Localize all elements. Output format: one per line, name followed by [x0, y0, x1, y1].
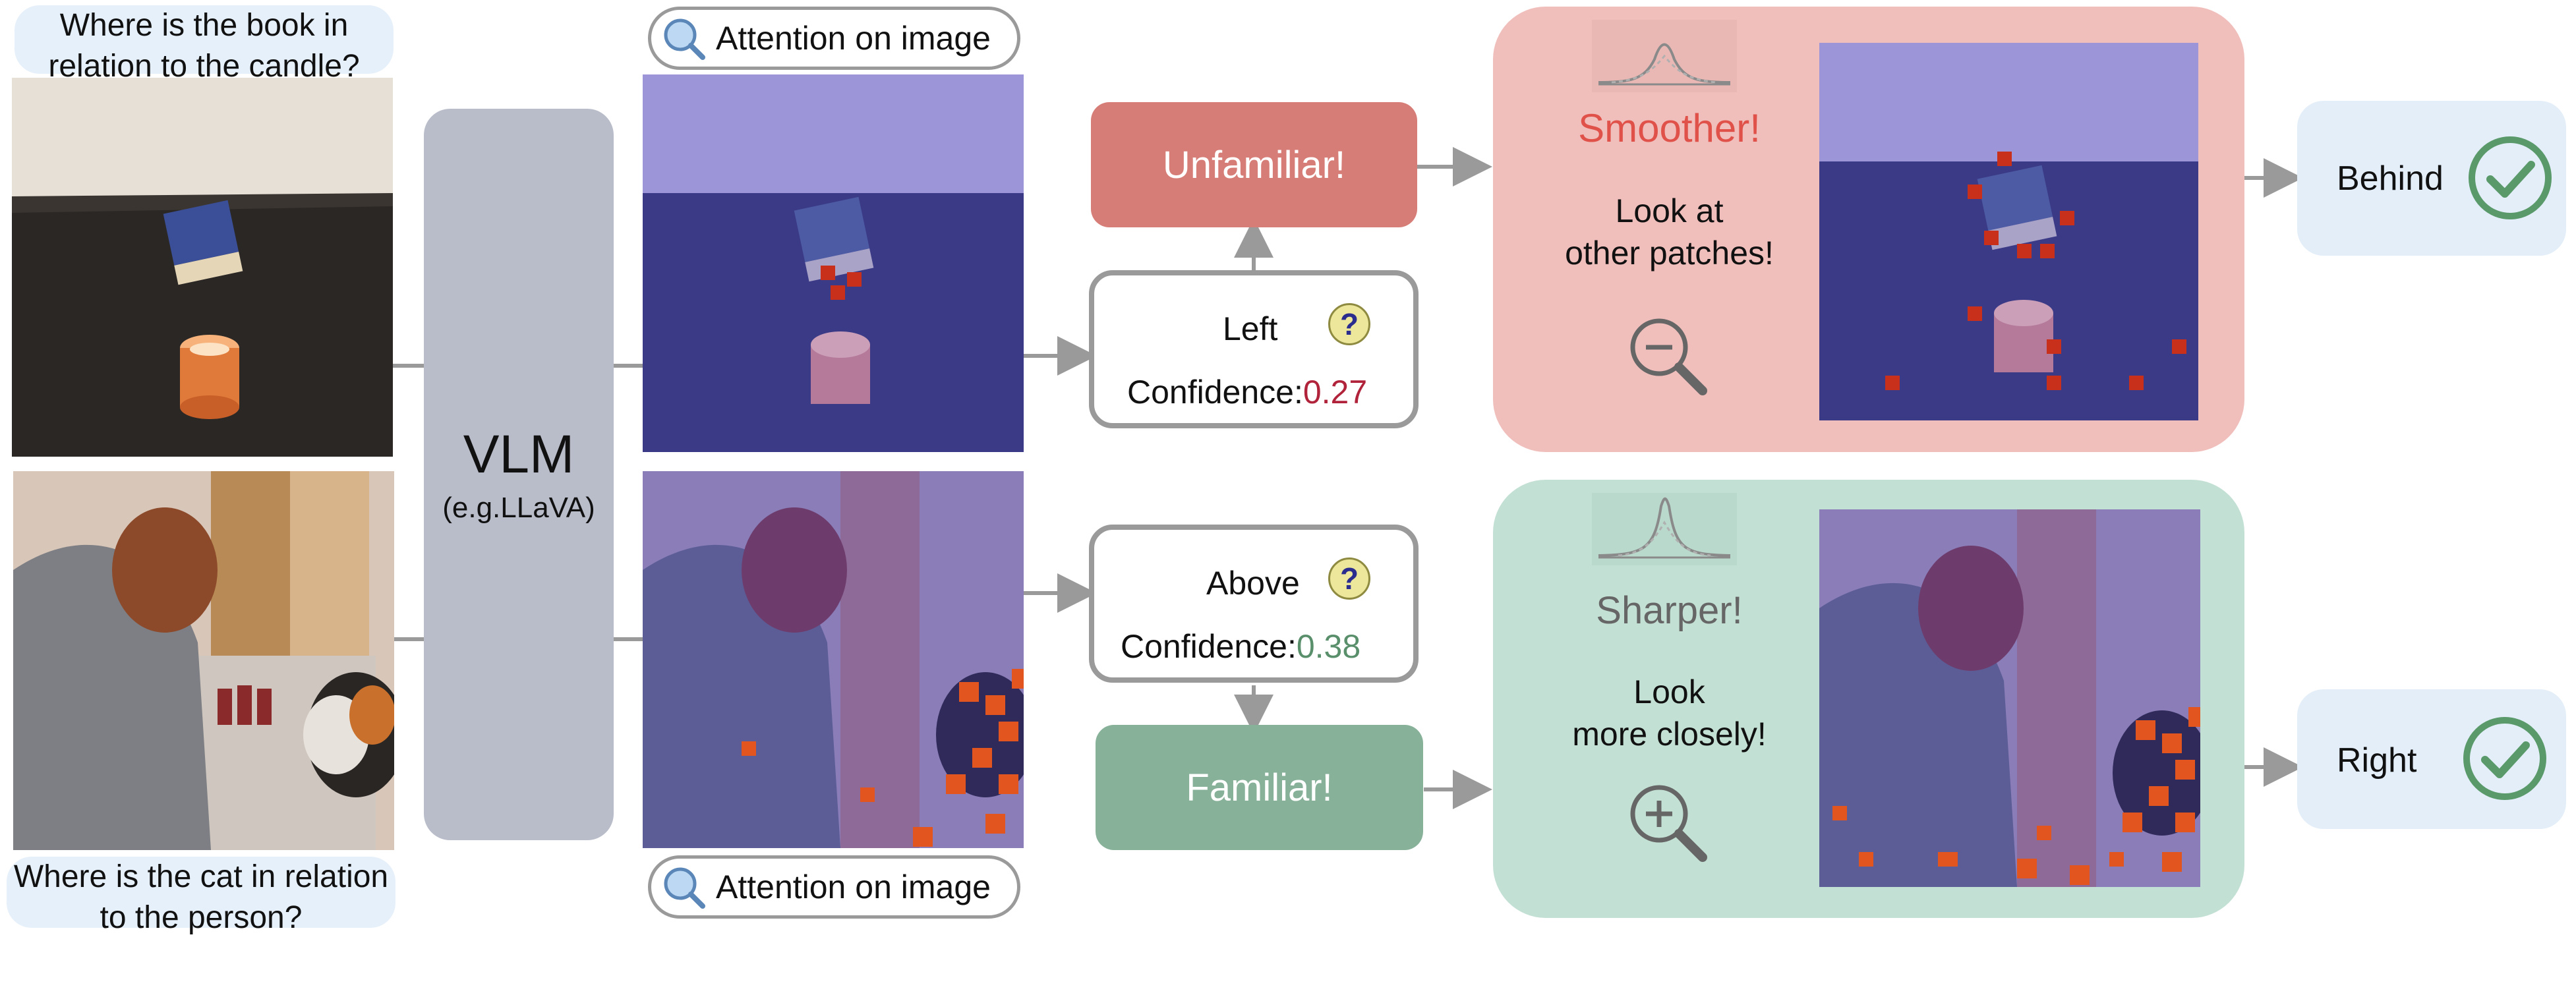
question-mark-icon: ?	[1328, 303, 1370, 345]
prediction-answer-top: Left	[1223, 310, 1278, 347]
magnifier-icon	[664, 18, 705, 60]
prediction-box-bottom: Above ? Confidence:0.38	[1089, 525, 1419, 683]
confidence-top: Confidence:0.27	[1127, 373, 1367, 411]
smoother-instruction-line2: other patches!	[1565, 235, 1774, 271]
question-top-text: Where is the book in relation to the can…	[48, 8, 360, 84]
input-image-book-candle	[12, 78, 393, 457]
smoother-instruction-line1: Look at	[1615, 192, 1724, 229]
smoother-instruction: Look at other patches!	[1493, 190, 1846, 274]
result-top: Behind	[2297, 101, 2566, 256]
confidence-value-top: 0.27	[1303, 374, 1368, 411]
attention-map-bottom	[643, 471, 1024, 848]
vlm-title: VLM	[463, 424, 575, 484]
question-top: Where is the book in relation to the can…	[15, 5, 394, 84]
sharpened-attention-map	[1819, 509, 2200, 887]
magnifier-icon	[664, 867, 705, 909]
confidence-label: Confidence:	[1127, 374, 1303, 411]
vlm-example: (e.g.LLaVA)	[442, 492, 595, 524]
question-mark-icon: ?	[1328, 557, 1370, 600]
familiar-tag: Familiar!	[1096, 725, 1423, 850]
result-bottom: Right	[2297, 689, 2566, 829]
smoother-title: Smoother!	[1578, 106, 1761, 150]
sharper-instruction-line1: Look	[1633, 673, 1705, 710]
zoom-out-icon	[1630, 318, 1707, 395]
vlm-block: VLM (e.g.LLaVA)	[424, 109, 614, 840]
unfamiliar-tag-text: Unfamiliar!	[1162, 143, 1346, 186]
attention-label-top: Attention on image	[648, 7, 1020, 70]
zoom-in-icon	[1630, 785, 1707, 862]
confidence-bottom: Confidence:0.38	[1121, 627, 1361, 666]
prediction-box-top: Left ? Confidence:0.27	[1089, 270, 1419, 428]
confidence-label: Confidence:	[1121, 628, 1297, 665]
input-image-cat-person	[13, 471, 394, 850]
prediction-answer-bottom: Above	[1206, 565, 1300, 602]
attention-map-top	[643, 74, 1024, 452]
sharper-title: Sharper!	[1596, 589, 1743, 632]
question-bottom: Where is the cat in relation to the pers…	[7, 857, 395, 935]
result-bottom-answer: Right	[2337, 741, 2417, 780]
check-circle-icon	[2469, 136, 2552, 219]
sharp-distribution-icon	[1592, 493, 1737, 565]
result-top-answer: Behind	[2337, 159, 2444, 198]
attention-label-bottom: Attention on image	[648, 855, 1020, 919]
smoothed-attention-map	[1819, 43, 2198, 420]
attention-label-top-text: Attention on image	[716, 20, 991, 57]
question-bottom-text: Where is the cat in relation to the pers…	[13, 859, 389, 935]
attention-label-bottom-text: Attention on image	[716, 869, 991, 905]
sharper-instruction: Look more closely!	[1493, 671, 1846, 755]
familiar-tag-text: Familiar!	[1186, 766, 1333, 809]
smoother-panel: Smoother! Look at other patches!	[1493, 7, 2244, 452]
sharper-instruction-line2: more closely!	[1572, 716, 1767, 753]
sharper-panel: Sharper! Look more closely!	[1493, 480, 2244, 918]
check-circle-icon	[2463, 717, 2546, 800]
confidence-value-bottom: 0.38	[1296, 628, 1361, 665]
unfamiliar-tag: Unfamiliar!	[1091, 102, 1417, 227]
flat-distribution-icon	[1592, 20, 1737, 92]
